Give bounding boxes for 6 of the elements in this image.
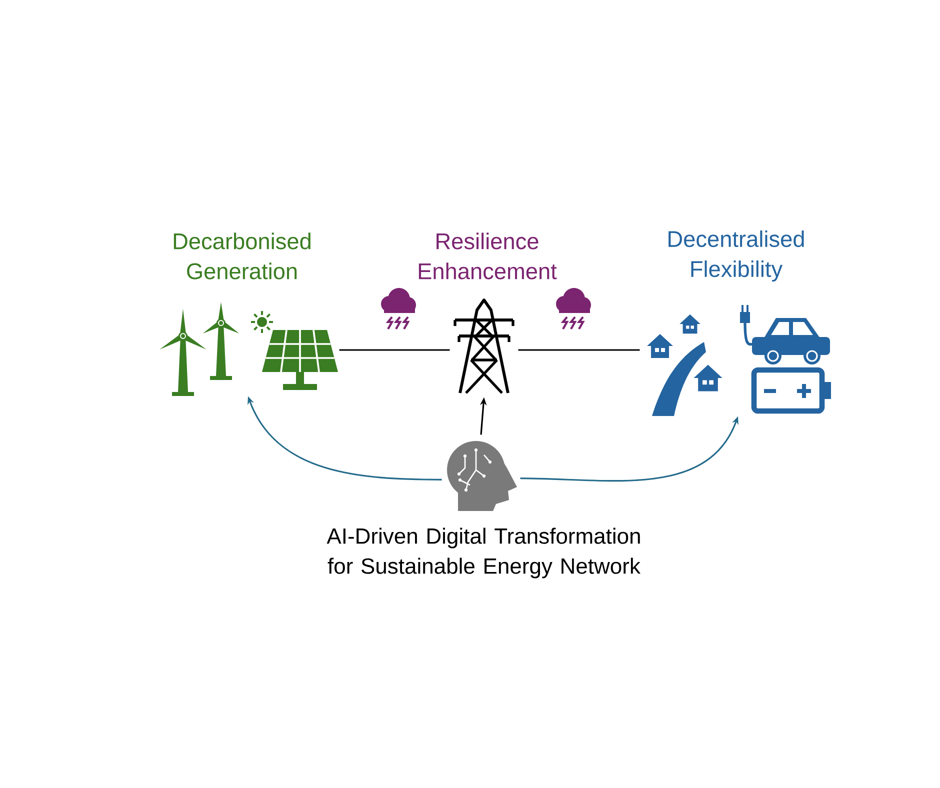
connector-line xyxy=(518,349,640,351)
heading: Decentralised Flexibility xyxy=(668,230,804,282)
heading: Decarbonised Generation xyxy=(174,232,310,280)
heading: Resilience Enhancement xyxy=(418,232,557,280)
connector-line xyxy=(339,349,450,351)
caption-text: AI-Driven Digital Transformation for Sustainable Energy Network xyxy=(326,528,640,578)
